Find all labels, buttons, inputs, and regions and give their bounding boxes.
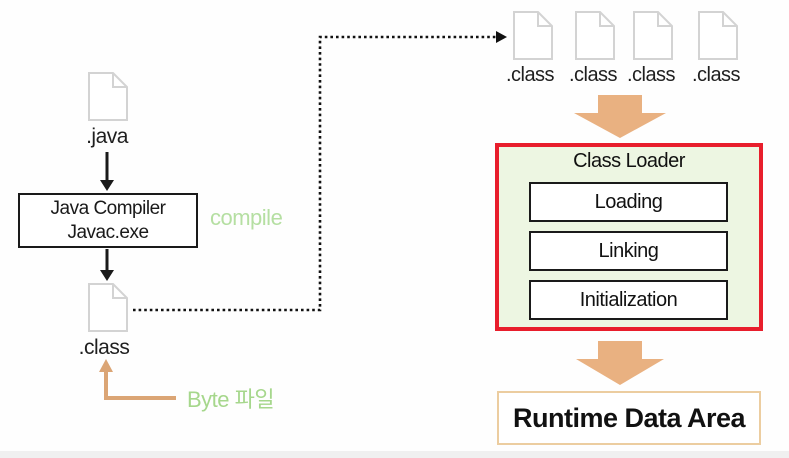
stage-loading: Loading	[529, 182, 728, 222]
class-file-icon	[513, 11, 553, 60]
class-file-label: .class	[78, 336, 130, 359]
arrow-compiler-to-class	[100, 249, 114, 281]
runtime-data-area-box: Runtime Data Area	[497, 391, 761, 445]
class-file-label: .class	[691, 64, 741, 86]
class-file-icon	[633, 11, 673, 60]
class-file-label: .class	[505, 64, 555, 86]
byte-file-label: Byte 파일	[187, 387, 275, 412]
class-file-icon	[698, 11, 738, 60]
class-file-label: .class	[626, 64, 676, 86]
class-loader-title: Class Loader	[573, 150, 685, 172]
stage-initialization: Initialization	[529, 280, 728, 320]
java-file-icon	[88, 72, 128, 121]
compiler-line2: Javac.exe	[67, 221, 149, 243]
dotted-flow-arrow	[133, 31, 507, 312]
stage-linking: Linking	[529, 231, 728, 271]
bottom-edge-strip	[0, 451, 789, 458]
runtime-data-area-label: Runtime Data Area	[512, 402, 746, 433]
arrow-java-to-compiler	[100, 152, 114, 191]
byte-file-pointer-arrow	[99, 359, 176, 400]
block-arrow-loader-to-runtime	[576, 341, 664, 385]
java-file-label: .java	[86, 125, 128, 148]
class-file-icon	[575, 11, 615, 60]
java-compiler-box: Java Compiler Javac.exe	[18, 193, 198, 248]
block-arrow-files-to-loader	[574, 95, 666, 138]
compile-label: compile	[210, 205, 283, 230]
class-file-label: .class	[568, 64, 618, 86]
compiler-line1: Java Compiler	[50, 197, 166, 219]
class-file-icon	[88, 283, 128, 332]
